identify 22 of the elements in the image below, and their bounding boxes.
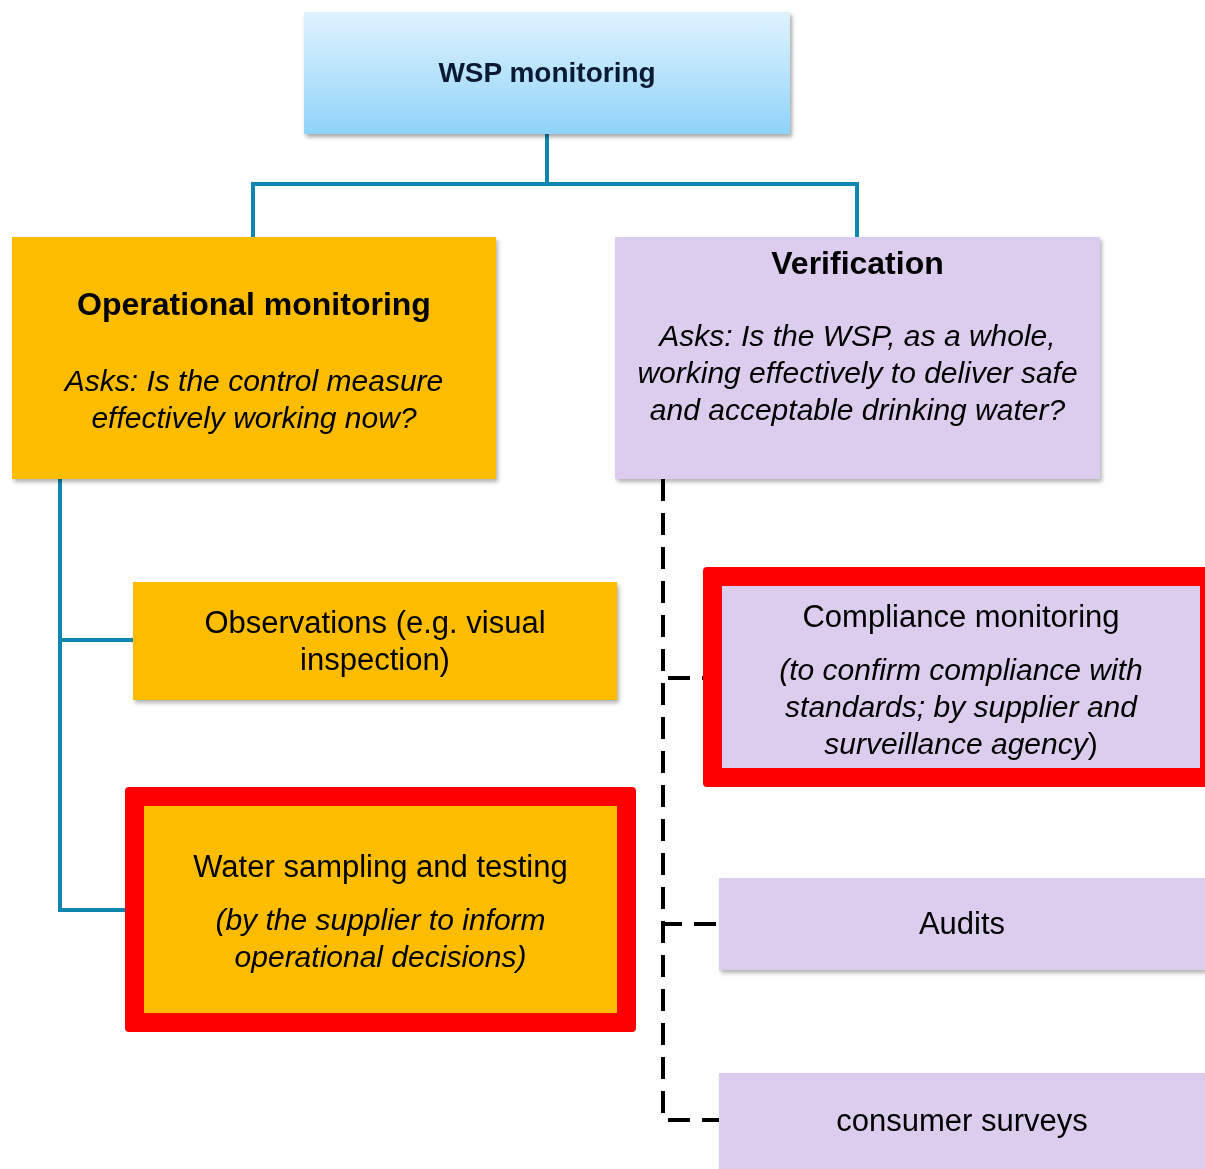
connector-line [545, 134, 859, 237]
box-heading: Observations (e.g. visual inspection) [203, 604, 547, 678]
box-heading: Verification [771, 244, 944, 283]
connector-line [58, 479, 125, 912]
method-box [719, 878, 1205, 970]
method-box [719, 1073, 1205, 1169]
box-heading: Water sampling and testing [193, 848, 568, 887]
method-box [133, 582, 617, 700]
box-heading: Audits [918, 904, 1006, 943]
box-description: Asks: Is the control measure effectively working now? [62, 363, 445, 436]
box-heading: Operational monitoring [77, 285, 431, 324]
box-description: (by the supplier to inform operational decisions) [214, 901, 547, 975]
title-box [304, 12, 790, 134]
box-heading: WSP monitoring [438, 56, 656, 90]
box-heading: Compliance monitoring [802, 598, 1120, 636]
highlighted-method-box [125, 787, 636, 1032]
category-box [615, 237, 1100, 479]
highlighted-method-box [703, 567, 1205, 787]
box-heading: consumer surveys [836, 1101, 1088, 1140]
category-box [12, 237, 496, 479]
box-description: (to confirm compliance with standards; by supplier and surveillance agency) [778, 651, 1144, 762]
box-description: Asks: Is the WSP, as a whole, working effectively to deliver safe and acceptable drinking water? [636, 318, 1079, 428]
